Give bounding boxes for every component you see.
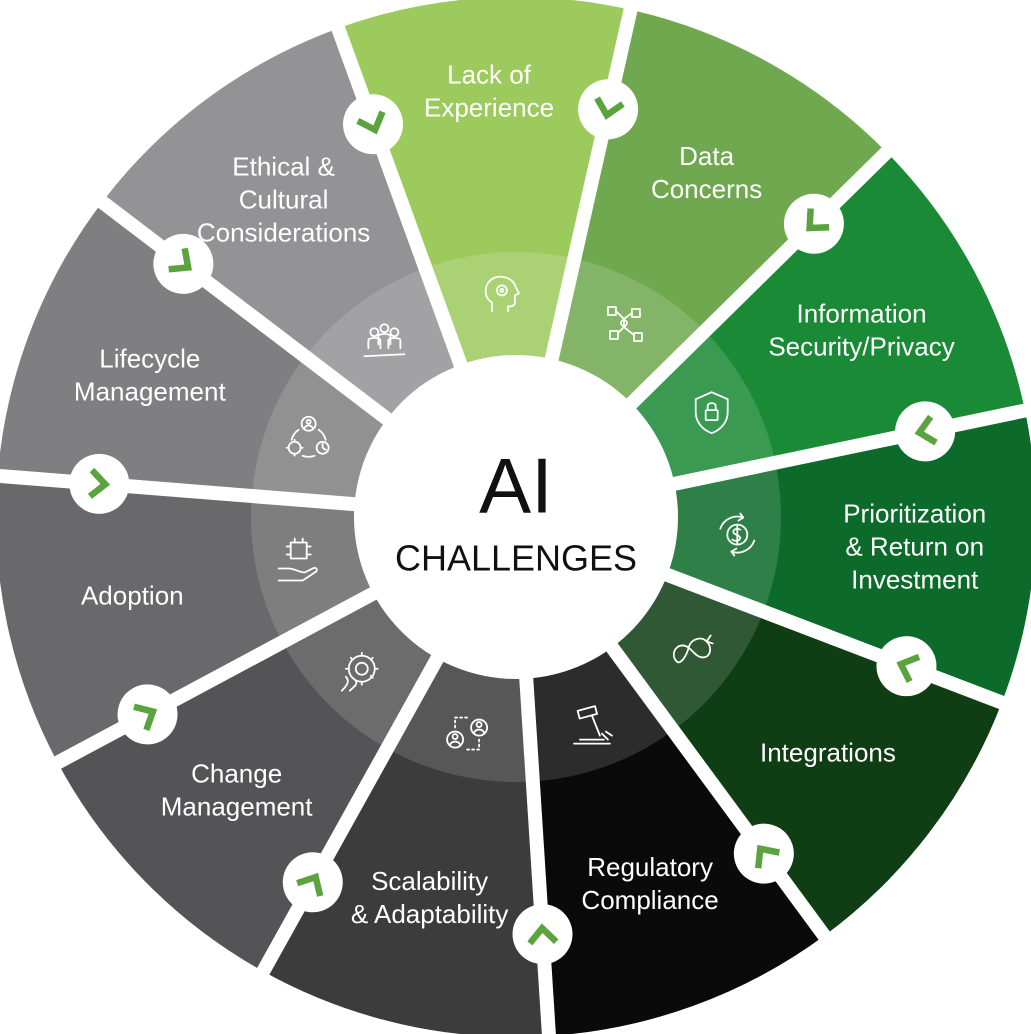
label-line: Security/Privacy [768, 331, 954, 361]
label-line: Ethical & [232, 151, 335, 181]
chevron-icon [527, 923, 559, 946]
chevron-marker [876, 636, 937, 697]
chevron-icon [356, 110, 386, 135]
label-line: Regulatory [587, 852, 713, 882]
chevron-icon [296, 872, 324, 897]
chevron-circle [282, 852, 343, 913]
label-line: Considerations [197, 217, 370, 247]
label-line: Lifecycle [99, 343, 200, 373]
chevron-circle [578, 79, 639, 140]
data-network-icon [607, 306, 643, 342]
chevron-marker [733, 823, 794, 884]
people-group-icon [363, 323, 406, 358]
chevron-marker [895, 401, 956, 462]
label-line: Integrations [760, 737, 896, 767]
chevron-icon [754, 844, 781, 869]
label-scalability-adaptability: Scalability& Adaptability [351, 866, 509, 929]
label-line: & Return on [845, 532, 984, 562]
chevron-icon [896, 653, 921, 683]
chevron-circle [733, 823, 794, 884]
gavel-icon [573, 705, 613, 745]
chevron-icon [133, 703, 158, 732]
chevron-marker [282, 852, 343, 913]
label-adoption: Adoption [81, 580, 184, 610]
chevron-icon [914, 414, 938, 446]
chevron-marker [783, 193, 844, 254]
center-title: AI [479, 442, 553, 530]
label-line: Concerns [651, 174, 762, 204]
chevron-marker [578, 79, 639, 140]
lifecycle-cycle-icon [285, 415, 330, 458]
label-line: & Adaptability [351, 899, 509, 929]
chevron-circle [512, 904, 573, 965]
segment-prioritization-roi [516, 410, 1031, 703]
label-line: Management [74, 376, 227, 406]
ai-chip-hand-icon [277, 537, 318, 582]
chevron-marker [153, 233, 214, 294]
chevron-markers [69, 79, 956, 965]
chevron-circle [876, 636, 937, 697]
label-line: Prioritization [843, 499, 986, 529]
chevron-circle [343, 94, 404, 155]
chevron-icon [806, 208, 830, 232]
label-line: Cultural [239, 184, 329, 214]
chevron-circle [783, 193, 844, 254]
label-line: Scalability [371, 866, 488, 896]
label-line: Investment [851, 565, 979, 595]
chevron-icon [168, 247, 192, 273]
infinity-loop-icon [672, 634, 714, 664]
center-subtitle: CHALLENGES [395, 538, 637, 579]
label-line: Data [679, 141, 734, 171]
chevron-circle [153, 233, 214, 294]
chevron-icon [87, 467, 111, 499]
label-integrations: Integrations [760, 737, 896, 767]
segment-lack-of-experience [338, 0, 631, 517]
label-line: Lack of [447, 59, 532, 89]
chevron-circle [117, 684, 178, 745]
segment-icons [277, 275, 756, 751]
chevron-circle [69, 453, 130, 514]
chevron-marker [512, 904, 573, 965]
label-line: Change [191, 758, 282, 788]
chevron-marker [343, 94, 404, 155]
chevron-circle [895, 401, 956, 462]
label-line: Management [161, 791, 314, 821]
chevron-marker [69, 453, 130, 514]
center-disc [354, 355, 678, 679]
dollar-cycle-icon [719, 512, 756, 557]
label-line: Adoption [81, 580, 184, 610]
label-line: Experience [424, 92, 554, 122]
brain-gear-icon [340, 651, 379, 692]
shield-lock-icon [694, 391, 729, 435]
users-exchange-icon [446, 716, 488, 751]
chevron-marker [117, 684, 178, 745]
head-gear-icon [484, 275, 520, 313]
label-line: Compliance [581, 885, 718, 915]
chevron-icon [594, 96, 625, 120]
label-line: Information [796, 298, 926, 328]
